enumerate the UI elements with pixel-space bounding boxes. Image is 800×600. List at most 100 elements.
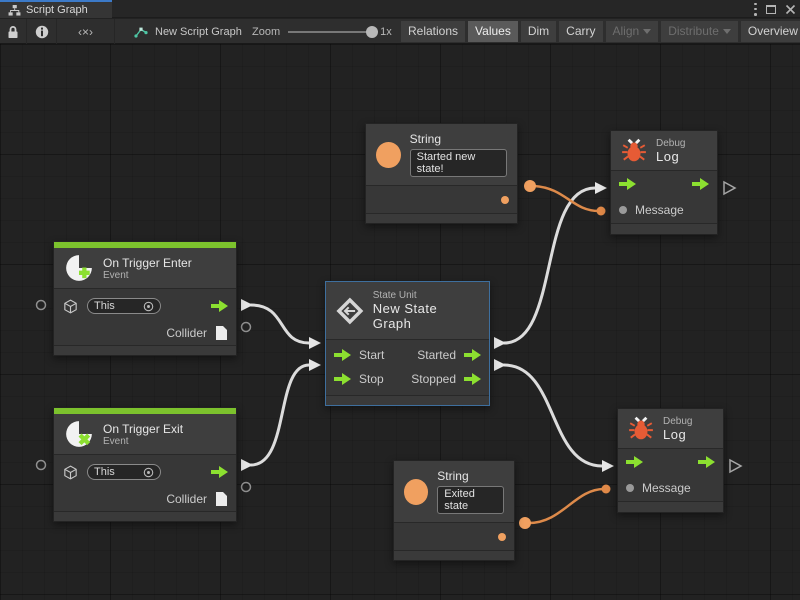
wire-stopped-to-log[interactable] xyxy=(502,363,604,468)
align-button[interactable]: Align xyxy=(605,21,659,42)
graph-name-label: New Script Graph xyxy=(155,25,242,38)
flow-out-arrow-icon[interactable] xyxy=(464,349,481,361)
port-log-bottom-flow-out[interactable] xyxy=(729,458,743,474)
object-picker-icon[interactable] xyxy=(143,301,154,312)
message-port-dot[interactable] xyxy=(626,484,634,492)
string-output-dot[interactable] xyxy=(501,195,509,204)
values-button[interactable]: Values xyxy=(468,21,518,42)
chevron-down-icon xyxy=(643,29,652,34)
flow-out-arrow-icon[interactable] xyxy=(211,300,228,312)
tab-strip: Script Graph xyxy=(0,0,800,18)
port-started-flow-out[interactable] xyxy=(494,337,506,349)
zoom-label: Zoom xyxy=(252,25,281,38)
started-port-label: Started xyxy=(417,348,456,362)
string-value-input[interactable]: Exited state xyxy=(437,486,504,514)
flow-in-arrow-icon[interactable] xyxy=(619,178,636,190)
wire-enter-to-start[interactable] xyxy=(249,303,311,345)
port-enter-target-in[interactable] xyxy=(35,299,47,311)
wire-exit-to-stop[interactable] xyxy=(249,363,311,467)
flow-out-arrow-icon[interactable] xyxy=(211,466,228,478)
port-exit-flow-out[interactable] xyxy=(241,459,253,471)
port-log-top-flow-out[interactable] xyxy=(723,180,737,196)
tab-title: Script Graph xyxy=(26,4,88,16)
port-enter-flow-out[interactable] xyxy=(241,299,253,311)
flow-out-arrow-icon[interactable] xyxy=(698,456,715,468)
flow-in-arrow-icon[interactable] xyxy=(334,373,351,385)
carry-button[interactable]: Carry xyxy=(559,21,603,42)
port-enter-collider-out[interactable] xyxy=(240,321,252,333)
tab-script-graph[interactable]: Script Graph xyxy=(0,0,112,18)
flow-in-arrow-icon[interactable] xyxy=(334,349,351,361)
document-icon[interactable] xyxy=(215,325,228,341)
flow-out-arrow-icon[interactable] xyxy=(464,373,481,385)
node-footer xyxy=(611,223,717,234)
port-exit-collider-out[interactable] xyxy=(240,481,252,493)
script-graph-icon xyxy=(134,27,148,38)
port-log-top-flow-in[interactable] xyxy=(595,182,607,194)
port-message-bottom-in[interactable] xyxy=(601,484,611,494)
port-stop-flow-in[interactable] xyxy=(309,359,321,371)
target-dropdown[interactable]: This xyxy=(87,298,161,314)
chevron-down-icon xyxy=(722,29,731,34)
string-output-dot[interactable] xyxy=(498,532,506,541)
collider-port-label: Collider xyxy=(166,326,207,340)
overview-button[interactable]: Overview xyxy=(740,21,800,42)
node-debug-log-top[interactable]: Debug Log Message xyxy=(610,130,718,235)
message-port-dot[interactable] xyxy=(619,206,627,214)
node-footer xyxy=(366,213,517,223)
document-icon[interactable] xyxy=(215,491,228,507)
lock-button[interactable] xyxy=(0,19,27,44)
wire-string-to-message-bottom[interactable] xyxy=(527,487,606,525)
node-state-unit[interactable]: State Unit New State Graph Start Started… xyxy=(325,281,490,406)
wire-started-to-log[interactable] xyxy=(502,186,597,345)
port-message-top-in[interactable] xyxy=(596,206,606,216)
toolbar-buttons: Relations Values Dim Carry Align Distrib… xyxy=(401,21,800,42)
message-port-label: Message xyxy=(642,481,691,495)
node-title: On Trigger Exit xyxy=(103,421,184,436)
close-icon[interactable] xyxy=(785,4,796,15)
target-dropdown[interactable]: This xyxy=(87,464,161,480)
zoom-slider[interactable] xyxy=(288,25,379,38)
message-port-label: Message xyxy=(635,203,684,217)
relations-button[interactable]: Relations xyxy=(401,21,466,42)
distribute-button[interactable]: Distribute xyxy=(661,21,738,42)
port-log-bottom-flow-in[interactable] xyxy=(602,460,614,472)
node-on-trigger-enter[interactable]: On Trigger Enter Event This Collider xyxy=(53,241,237,356)
node-string-bottom[interactable]: String Exited state xyxy=(393,460,515,561)
maximize-icon[interactable] xyxy=(766,4,776,14)
dim-button[interactable]: Dim xyxy=(520,21,557,42)
port-start-flow-in[interactable] xyxy=(309,337,321,349)
zoom-control: Zoom 1x xyxy=(252,19,392,44)
window-controls xyxy=(754,0,796,18)
port-string-top-out[interactable] xyxy=(524,180,536,192)
info-button[interactable] xyxy=(27,19,57,44)
state-unit-icon xyxy=(336,297,364,324)
object-picker-icon[interactable] xyxy=(143,467,154,478)
zoom-slider-handle[interactable] xyxy=(366,25,379,38)
port-string-bottom-out[interactable] xyxy=(519,517,531,529)
flow-in-arrow-icon[interactable] xyxy=(626,456,643,468)
bug-icon xyxy=(629,416,653,440)
node-subtitle: Event xyxy=(103,269,129,281)
code-toggle-button[interactable]: ‹×› xyxy=(57,19,115,44)
string-literal-icon xyxy=(376,141,401,168)
string-value-input[interactable]: Started new state! xyxy=(409,149,507,177)
zoom-value: 1x xyxy=(380,25,392,38)
flow-out-arrow-icon[interactable] xyxy=(692,178,709,190)
node-on-trigger-exit[interactable]: On Trigger Exit Event This Collider xyxy=(53,407,237,522)
node-title: String xyxy=(409,132,442,146)
node-debug-log-bottom[interactable]: Debug Log Message xyxy=(617,408,724,513)
node-kind: Debug xyxy=(656,137,686,149)
port-exit-target-in[interactable] xyxy=(35,459,47,471)
graph-selector[interactable]: New Script Graph xyxy=(125,19,250,44)
on-trigger-enter-icon xyxy=(66,255,92,281)
window-menu-icon[interactable] xyxy=(754,2,757,16)
node-footer xyxy=(394,550,514,560)
port-stopped-flow-out[interactable] xyxy=(494,359,506,371)
wire-string-to-message-top[interactable] xyxy=(532,184,601,213)
node-string-top[interactable]: String Started new state! xyxy=(365,123,518,224)
node-kind: State Unit xyxy=(372,290,417,301)
node-footer xyxy=(54,345,236,355)
